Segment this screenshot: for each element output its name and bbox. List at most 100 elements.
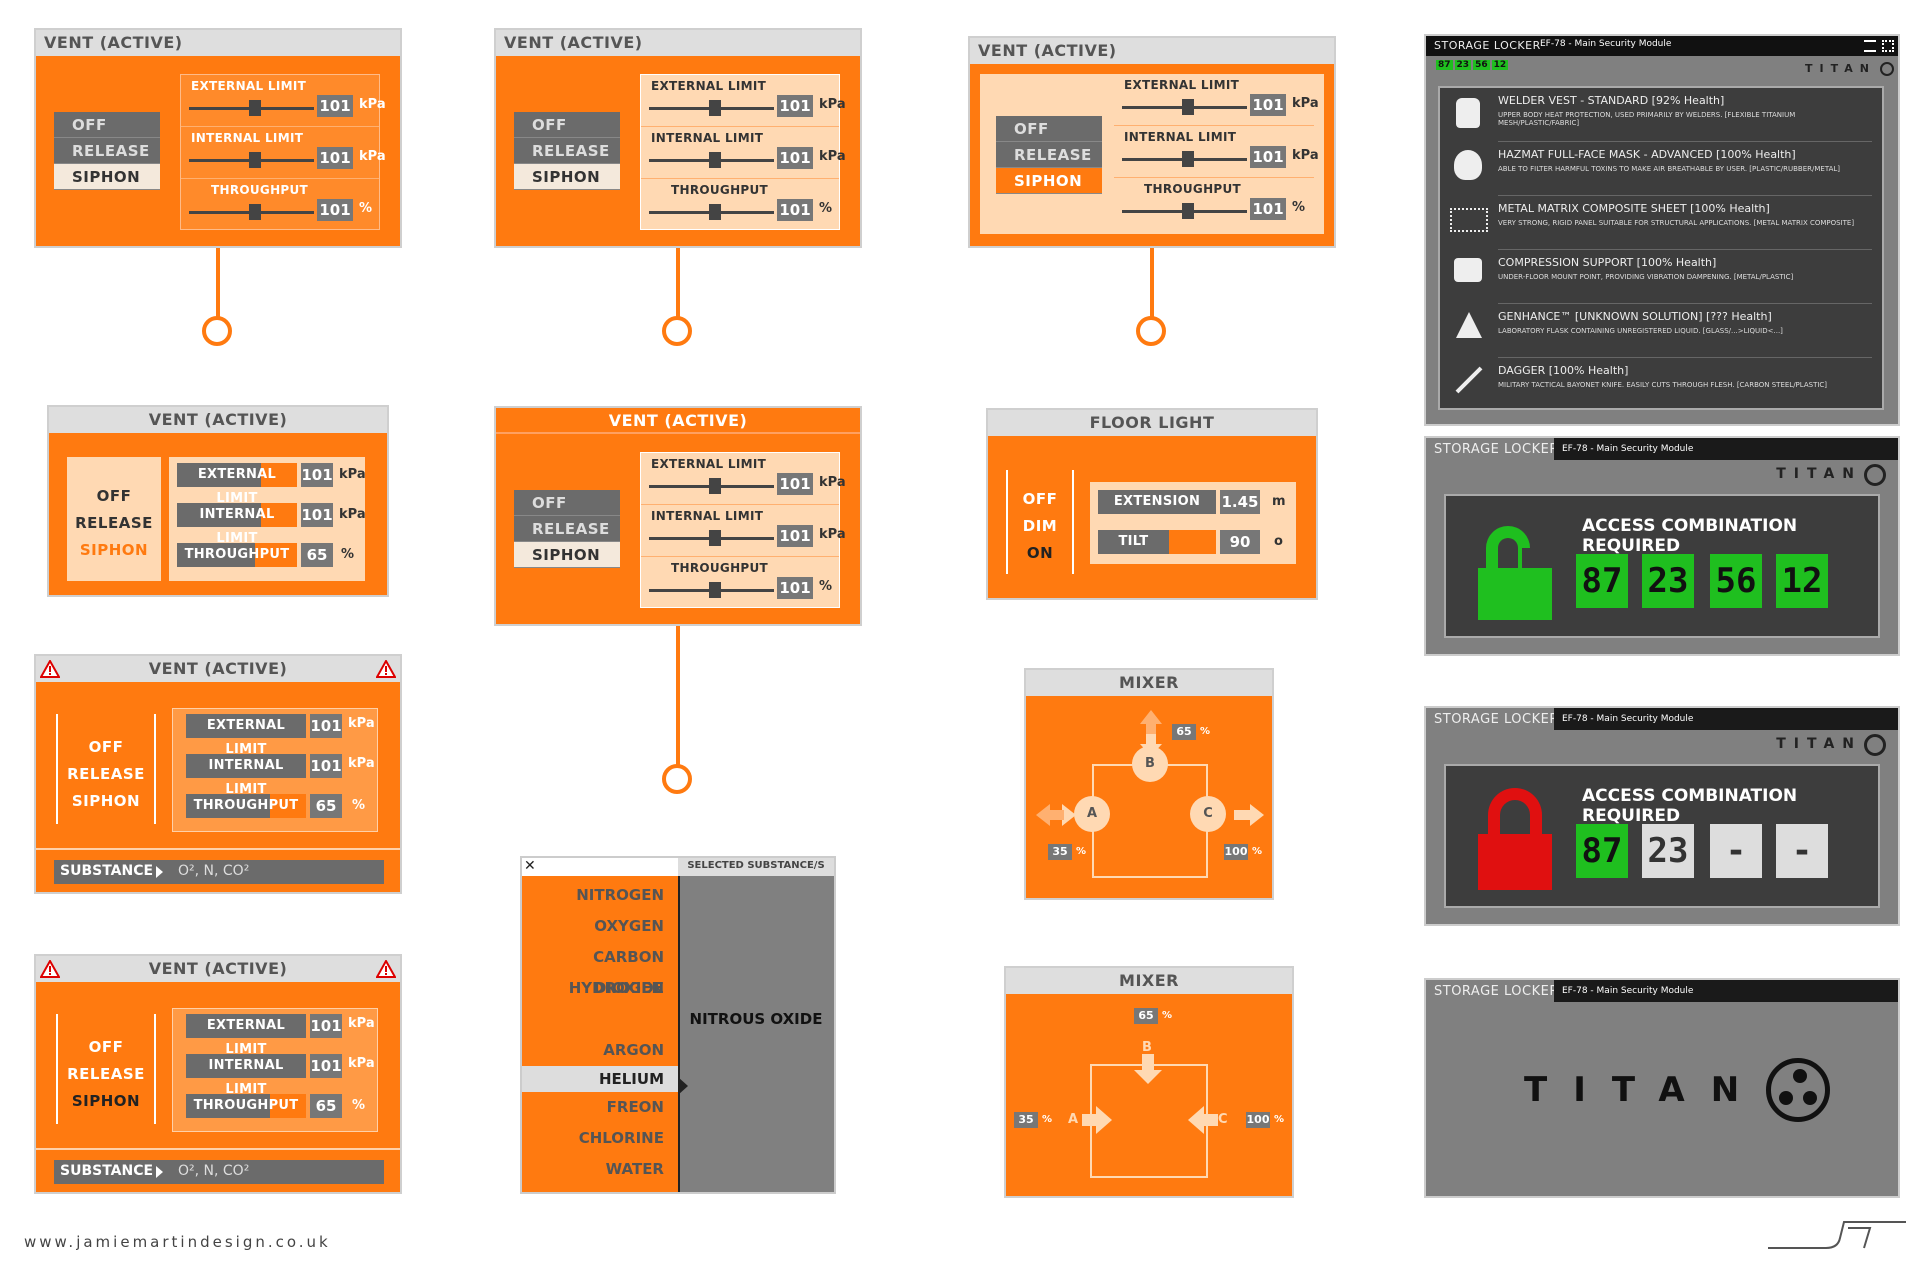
throughput-slider[interactable] [709,204,721,220]
throughput-value[interactable]: 65 [301,543,333,567]
throughput-value[interactable]: 65 [310,1094,342,1118]
combo-digit[interactable]: 12 [1776,554,1828,608]
combo-digit[interactable]: 87 [1576,824,1628,878]
internal-limit-value[interactable]: 101 [317,147,353,169]
mode-off[interactable]: OFF [88,738,124,756]
external-limit-value[interactable]: 101 [310,714,342,738]
mode-release[interactable]: RELEASE [54,138,160,164]
mode-release[interactable]: RELEASE [514,138,620,164]
mode-off[interactable]: OFF [514,490,620,516]
external-limit-bar[interactable]: EXTERNAL LIMIT [186,1014,306,1057]
combo-digit[interactable]: - [1710,824,1762,878]
external-limit-value[interactable]: 101 [1250,94,1286,116]
mode-release[interactable]: RELEASE [67,1065,145,1083]
internal-limit-bar[interactable]: INTERNAL LIMIT [186,1054,306,1097]
external-limit-value[interactable]: 101 [310,1014,342,1038]
internal-limit-value[interactable]: 101 [1250,146,1286,168]
mode-off[interactable]: OFF [54,112,160,138]
external-limit-value[interactable]: 101 [301,463,333,487]
mode-siphon[interactable]: SIPHON [79,541,149,559]
throughput-value[interactable]: 101 [1250,198,1286,220]
list-item[interactable]: WATER [605,1160,664,1178]
b-value[interactable]: 65 [1172,724,1196,740]
combo-digit[interactable]: 23 [1642,824,1694,878]
c-value[interactable]: 100 [1246,1112,1270,1128]
port-c[interactable]: C [1218,1112,1228,1127]
mode-off[interactable]: OFF [996,116,1102,142]
connector-node[interactable] [662,764,692,794]
mode-off[interactable]: OFF [96,487,132,505]
external-limit-slider[interactable] [1182,99,1194,115]
combo-digit[interactable]: 23 [1642,554,1694,608]
throughput-bar[interactable]: THROUGHPUT [186,794,306,818]
mode-siphon[interactable]: SIPHON [514,542,620,568]
internal-limit-value[interactable]: 101 [777,525,813,547]
external-limit-bar[interactable]: EXTERNAL LIMIT [186,714,306,757]
list-item[interactable]: ARGON [603,1041,664,1059]
internal-limit-value[interactable]: 101 [310,1054,342,1078]
external-limit-slider[interactable] [709,100,721,116]
internal-limit-slider[interactable] [1182,151,1194,167]
internal-limit-slider[interactable] [709,530,721,546]
combo-digit[interactable]: 87 [1576,554,1628,608]
list-icon[interactable] [1864,40,1876,52]
mode-siphon[interactable]: SIPHON [996,168,1102,194]
internal-limit-bar[interactable]: INTERNAL LIMIT [186,754,306,797]
throughput-bar[interactable]: THROUGHPUT [177,543,297,567]
list-item[interactable]: NITROGEN [576,886,664,904]
throughput-value[interactable]: 65 [310,794,342,818]
internal-limit-value[interactable]: 101 [777,147,813,169]
mode-release[interactable]: RELEASE [996,142,1102,168]
external-limit-slider[interactable] [249,100,261,116]
close-icon[interactable]: ✕ [524,858,536,874]
connector-node[interactable] [202,316,232,346]
list-item[interactable]: CHLORINE [578,1129,664,1147]
throughput-value[interactable]: 101 [317,199,353,221]
external-limit-value[interactable]: 101 [317,95,353,117]
mode-off[interactable]: OFF [514,112,620,138]
external-limit-slider[interactable] [709,478,721,494]
substance-field[interactable]: SUBSTANCE O², N, CO² [54,1160,384,1184]
selected-substance[interactable]: NITROUS OXIDE [689,1010,823,1028]
substance-field[interactable]: SUBSTANCE O², N, CO² [54,860,384,884]
list-item[interactable]: COMPRESSION SUPPORT [100% Health]UNDER-F… [1498,252,1872,304]
combo-digit[interactable]: 56 [1710,554,1762,608]
throughput-value[interactable]: 101 [777,199,813,221]
mode-siphon[interactable]: SIPHON [514,164,620,190]
connector-node[interactable] [662,316,692,346]
list-item[interactable]: HAZMAT FULL-FACE MASK - ADVANCED [100% H… [1498,144,1872,196]
throughput-slider[interactable] [1182,203,1194,219]
list-item[interactable]: DAGGER [100% Health]MILITARY TACTICAL BA… [1498,360,1872,412]
extension-bar[interactable]: EXTENSION [1098,490,1216,514]
internal-limit-value[interactable]: 101 [301,503,333,527]
external-limit-value[interactable]: 101 [777,473,813,495]
mode-release[interactable]: RELEASE [75,514,153,532]
list-item[interactable]: GENHANCE™ [UNKNOWN SOLUTION] [??? Health… [1498,306,1872,358]
list-item[interactable]: METAL MATRIX COMPOSITE SHEET [100% Healt… [1498,198,1872,250]
list-item-selected[interactable]: HELIUM [522,1066,678,1092]
port-b[interactable]: B [1142,1040,1152,1055]
port-a[interactable]: A [1068,1112,1079,1127]
mode-siphon[interactable]: SIPHON [71,792,141,810]
mode-off[interactable]: OFF [1022,490,1058,508]
mode-release[interactable]: RELEASE [514,516,620,542]
mode-dim[interactable]: DIM [1022,517,1058,535]
a-value[interactable]: 35 [1014,1112,1038,1128]
b-value[interactable]: 65 [1134,1008,1158,1024]
mode-siphon[interactable]: SIPHON [54,164,160,190]
throughput-value[interactable]: 101 [777,577,813,599]
extension-value[interactable]: 1.45 [1220,490,1260,514]
external-limit-value[interactable]: 101 [777,95,813,117]
footer-site[interactable]: www.jamiemartindesign.co.uk [24,1233,331,1251]
throughput-slider[interactable] [709,582,721,598]
internal-limit-bar[interactable]: INTERNAL LIMIT [177,503,297,546]
mode-off[interactable]: OFF [88,1038,124,1056]
throughput-bar[interactable]: THROUGHPUT [186,1094,306,1118]
mode-on[interactable]: ON [1026,544,1054,562]
external-limit-bar[interactable]: EXTERNAL LIMIT [177,463,297,506]
c-value[interactable]: 100 [1224,844,1248,860]
internal-limit-value[interactable]: 101 [310,754,342,778]
internal-limit-slider[interactable] [709,152,721,168]
list-item[interactable]: WELDER VEST - STANDARD [92% Health]UPPER… [1498,90,1872,142]
list-item[interactable]: FREON [606,1098,664,1116]
